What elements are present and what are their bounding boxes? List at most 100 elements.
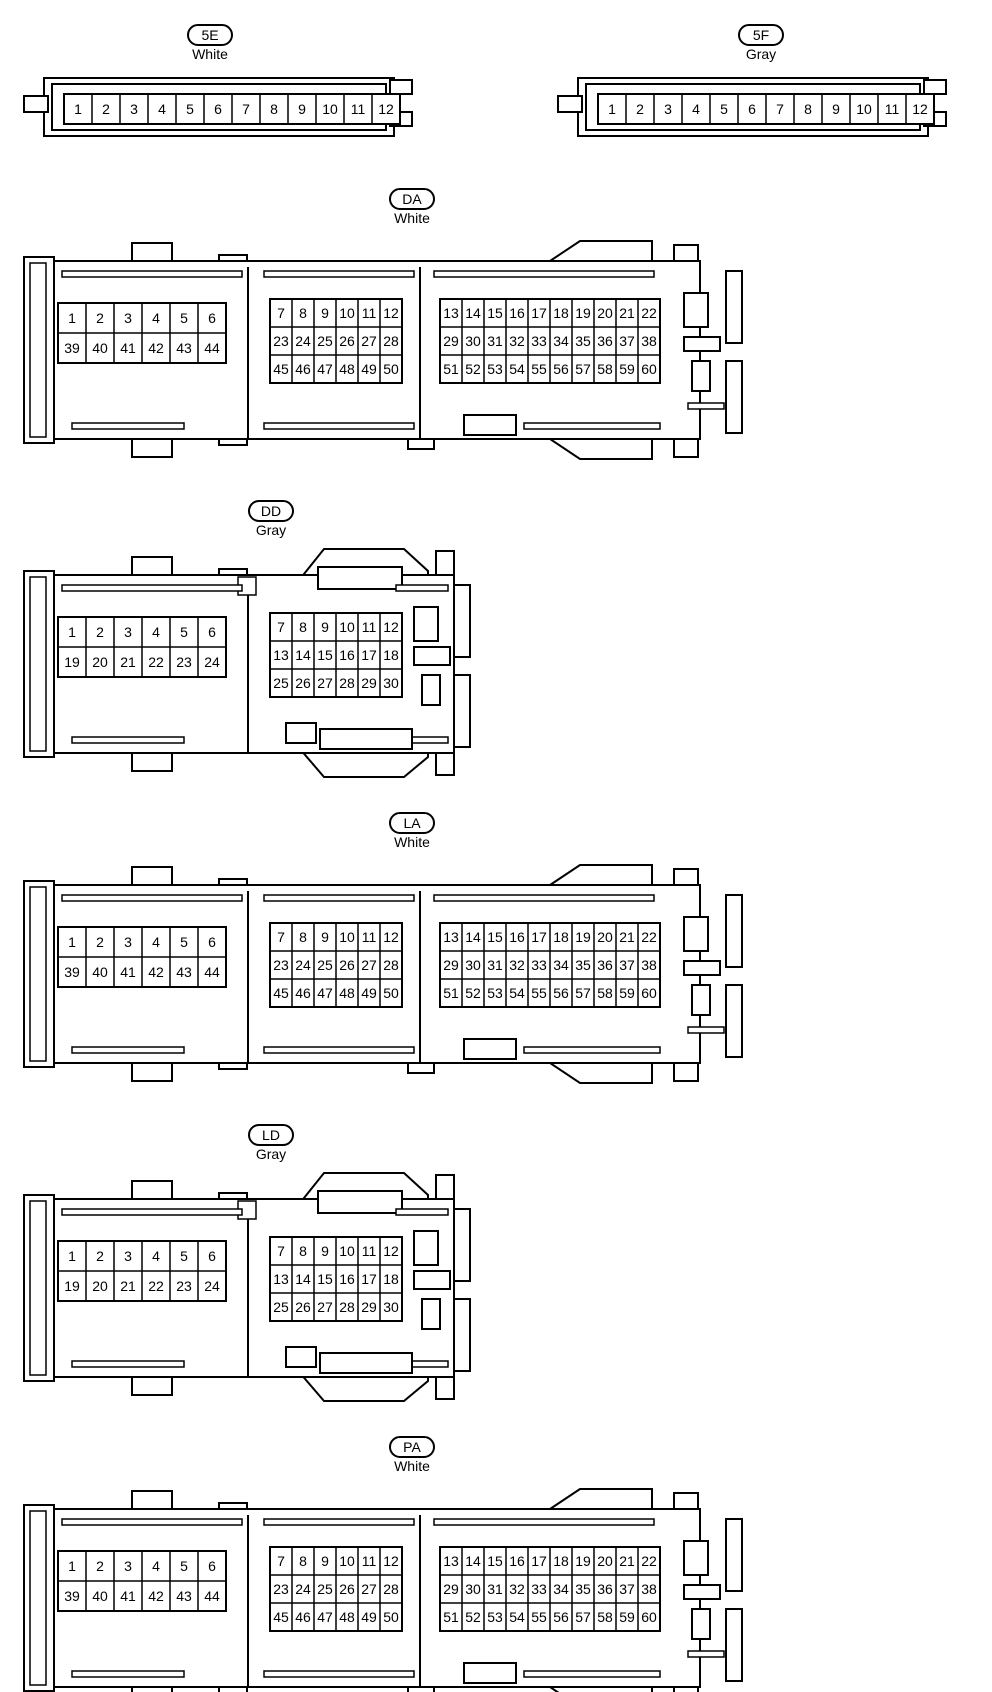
connector-header-dd: DD Gray bbox=[211, 500, 331, 539]
latch-slot bbox=[523, 422, 661, 430]
pin-number: 9 bbox=[321, 1553, 329, 1569]
pin-number: 48 bbox=[339, 985, 355, 1001]
pin-number: 17 bbox=[531, 1553, 547, 1569]
connector-id-badge: LD bbox=[248, 1124, 294, 1146]
pin-number: 4 bbox=[152, 310, 160, 326]
pin-number: 51 bbox=[443, 361, 459, 377]
pin-number: 16 bbox=[339, 647, 355, 663]
pin-number: 21 bbox=[120, 654, 136, 670]
pin-number: 17 bbox=[531, 929, 547, 945]
pin-number: 3 bbox=[664, 101, 672, 117]
pin-number: 6 bbox=[748, 101, 756, 117]
pin-number: 8 bbox=[299, 929, 307, 945]
pin-number: 21 bbox=[619, 1553, 635, 1569]
side-block bbox=[691, 360, 711, 392]
pin-number: 42 bbox=[148, 340, 164, 356]
pin-number: 18 bbox=[553, 305, 569, 321]
pin-number: 34 bbox=[553, 1581, 569, 1597]
pin-number: 58 bbox=[597, 361, 613, 377]
latch-slot bbox=[433, 1518, 655, 1526]
side-block bbox=[683, 1540, 709, 1576]
side-block bbox=[683, 292, 709, 328]
latch-slot bbox=[61, 1518, 243, 1526]
pin-number: 1 bbox=[608, 101, 616, 117]
pin-number: 4 bbox=[692, 101, 700, 117]
pin-number: 44 bbox=[204, 964, 220, 980]
latch-slot bbox=[687, 402, 725, 410]
pin-number: 31 bbox=[487, 1581, 503, 1597]
pin-number: 41 bbox=[120, 1588, 136, 1604]
side-rib bbox=[725, 1608, 743, 1682]
pin-number: 2 bbox=[96, 624, 104, 640]
pin-number: 2 bbox=[96, 934, 104, 950]
pin-number: 7 bbox=[242, 101, 250, 117]
pin-number: 51 bbox=[443, 985, 459, 1001]
pin-number: 8 bbox=[270, 101, 278, 117]
pin-number: 36 bbox=[597, 1581, 613, 1597]
connector-id-badge: LA bbox=[389, 812, 435, 834]
pin-number: 2 bbox=[96, 310, 104, 326]
pin-number: 2 bbox=[636, 101, 644, 117]
pin-number: 56 bbox=[553, 985, 569, 1001]
pin-number: 37 bbox=[619, 1581, 635, 1597]
pin-number: 23 bbox=[273, 333, 289, 349]
key-block bbox=[285, 722, 317, 744]
pin-number: 10 bbox=[856, 101, 872, 117]
connector-color-label: White bbox=[192, 46, 228, 62]
pin-number: 5 bbox=[180, 1248, 188, 1264]
pin-number: 18 bbox=[383, 1271, 399, 1287]
latch-slot bbox=[71, 736, 185, 744]
pin-number: 30 bbox=[465, 1581, 481, 1597]
side-block bbox=[691, 984, 711, 1016]
pin-number: 54 bbox=[509, 985, 525, 1001]
pin-number: 49 bbox=[361, 985, 377, 1001]
latch-slot bbox=[523, 1670, 661, 1678]
pin-number: 53 bbox=[487, 1609, 503, 1625]
pin-number: 43 bbox=[176, 340, 192, 356]
pin-number: 29 bbox=[361, 675, 377, 691]
pin-number: 10 bbox=[339, 1243, 355, 1259]
side-tab bbox=[923, 79, 947, 95]
pin-number: 58 bbox=[597, 985, 613, 1001]
pin-number: 60 bbox=[641, 1609, 657, 1625]
pin-number: 23 bbox=[273, 957, 289, 973]
pin-number: 4 bbox=[158, 101, 166, 117]
pin-number: 56 bbox=[553, 361, 569, 377]
pin-number: 43 bbox=[176, 1588, 192, 1604]
pin-number: 2 bbox=[102, 101, 110, 117]
pin-number: 21 bbox=[619, 305, 635, 321]
pin-number: 28 bbox=[383, 333, 399, 349]
pin-number: 11 bbox=[885, 101, 900, 117]
pin-number: 1 bbox=[68, 934, 76, 950]
pin-number: 16 bbox=[509, 1553, 525, 1569]
pin-number: 57 bbox=[575, 361, 591, 377]
pin-number: 9 bbox=[832, 101, 840, 117]
pin-number: 50 bbox=[383, 361, 399, 377]
pin-number: 25 bbox=[273, 675, 289, 691]
pin-number: 25 bbox=[317, 1581, 333, 1597]
bottom-block bbox=[319, 728, 413, 750]
side-block bbox=[413, 646, 451, 666]
pin-number: 36 bbox=[597, 333, 613, 349]
pin-number: 25 bbox=[273, 1299, 289, 1315]
pin-number: 22 bbox=[148, 654, 164, 670]
latch-slot bbox=[61, 270, 243, 278]
pin-number: 17 bbox=[531, 305, 547, 321]
pin-number: 14 bbox=[295, 647, 311, 663]
pin-number: 52 bbox=[465, 985, 481, 1001]
pin-number: 11 bbox=[362, 305, 377, 321]
pin-number: 52 bbox=[465, 361, 481, 377]
pin-number: 6 bbox=[208, 934, 216, 950]
pin-number: 10 bbox=[339, 305, 355, 321]
pin-number: 40 bbox=[92, 1588, 108, 1604]
pin-number: 23 bbox=[176, 1278, 192, 1294]
pin-number: 32 bbox=[509, 957, 525, 973]
connector-color-label: White bbox=[394, 834, 430, 850]
pin-number: 44 bbox=[204, 1588, 220, 1604]
pin-number: 46 bbox=[295, 361, 311, 377]
pin-number: 9 bbox=[321, 1243, 329, 1259]
